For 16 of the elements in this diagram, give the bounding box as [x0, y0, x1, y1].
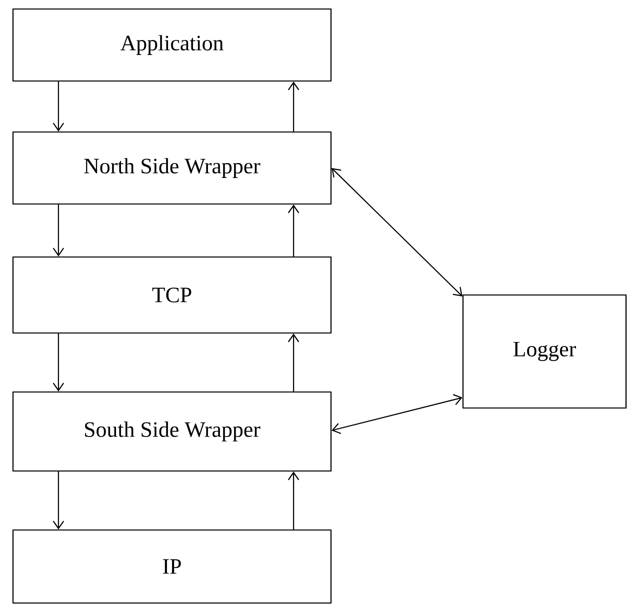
process-box: Logger [462, 294, 627, 409]
arrow [332, 394, 462, 434]
process-box: IP [12, 529, 332, 604]
arrow [288, 204, 300, 256]
arrow [288, 472, 300, 530]
arrow [52, 82, 64, 132]
process-box: South Side Wrapper [12, 391, 332, 472]
arrow [332, 168, 462, 296]
arrow [288, 334, 300, 392]
process-box: TCP [12, 256, 332, 334]
process-box: Application [12, 8, 332, 82]
process-box: North Side Wrapper [12, 131, 332, 205]
arrow [52, 204, 64, 256]
arrow [288, 82, 300, 132]
arrow [52, 472, 64, 530]
arrow [52, 334, 64, 392]
